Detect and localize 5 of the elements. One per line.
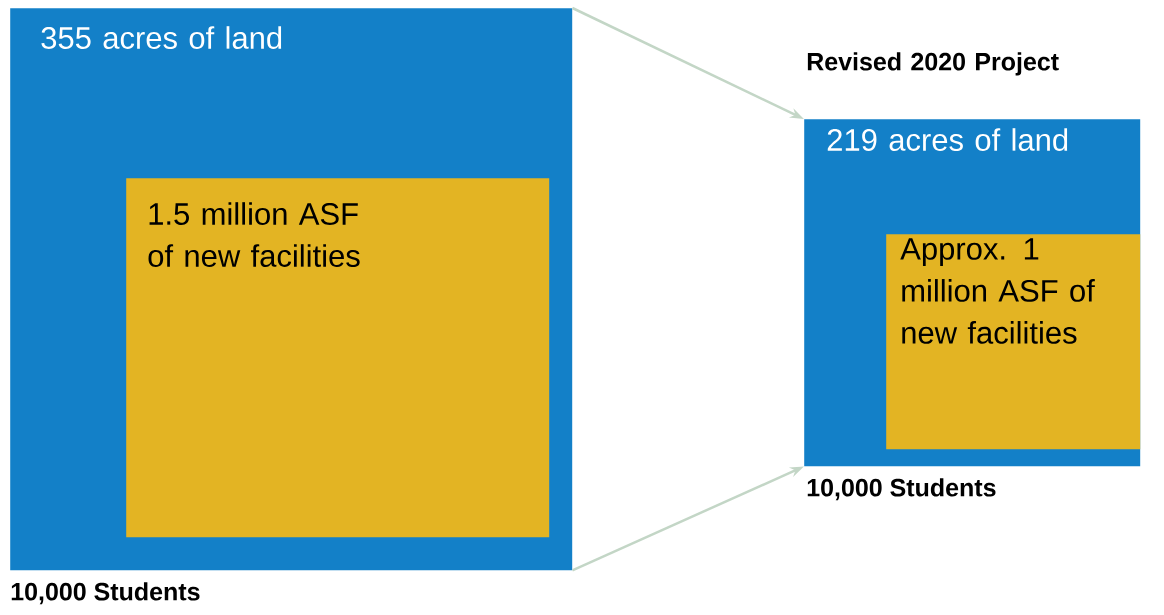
student-count: 10,000 Students [11,582,200,605]
facilities-box: 1.5 million ASF of new facilities [126,178,550,538]
node-label: Revised 2020 Project [807,52,1059,76]
student-count: 10,000 Students [807,478,996,501]
facilities-box: Approx. 1 million ASF of new facilities [886,234,1141,450]
